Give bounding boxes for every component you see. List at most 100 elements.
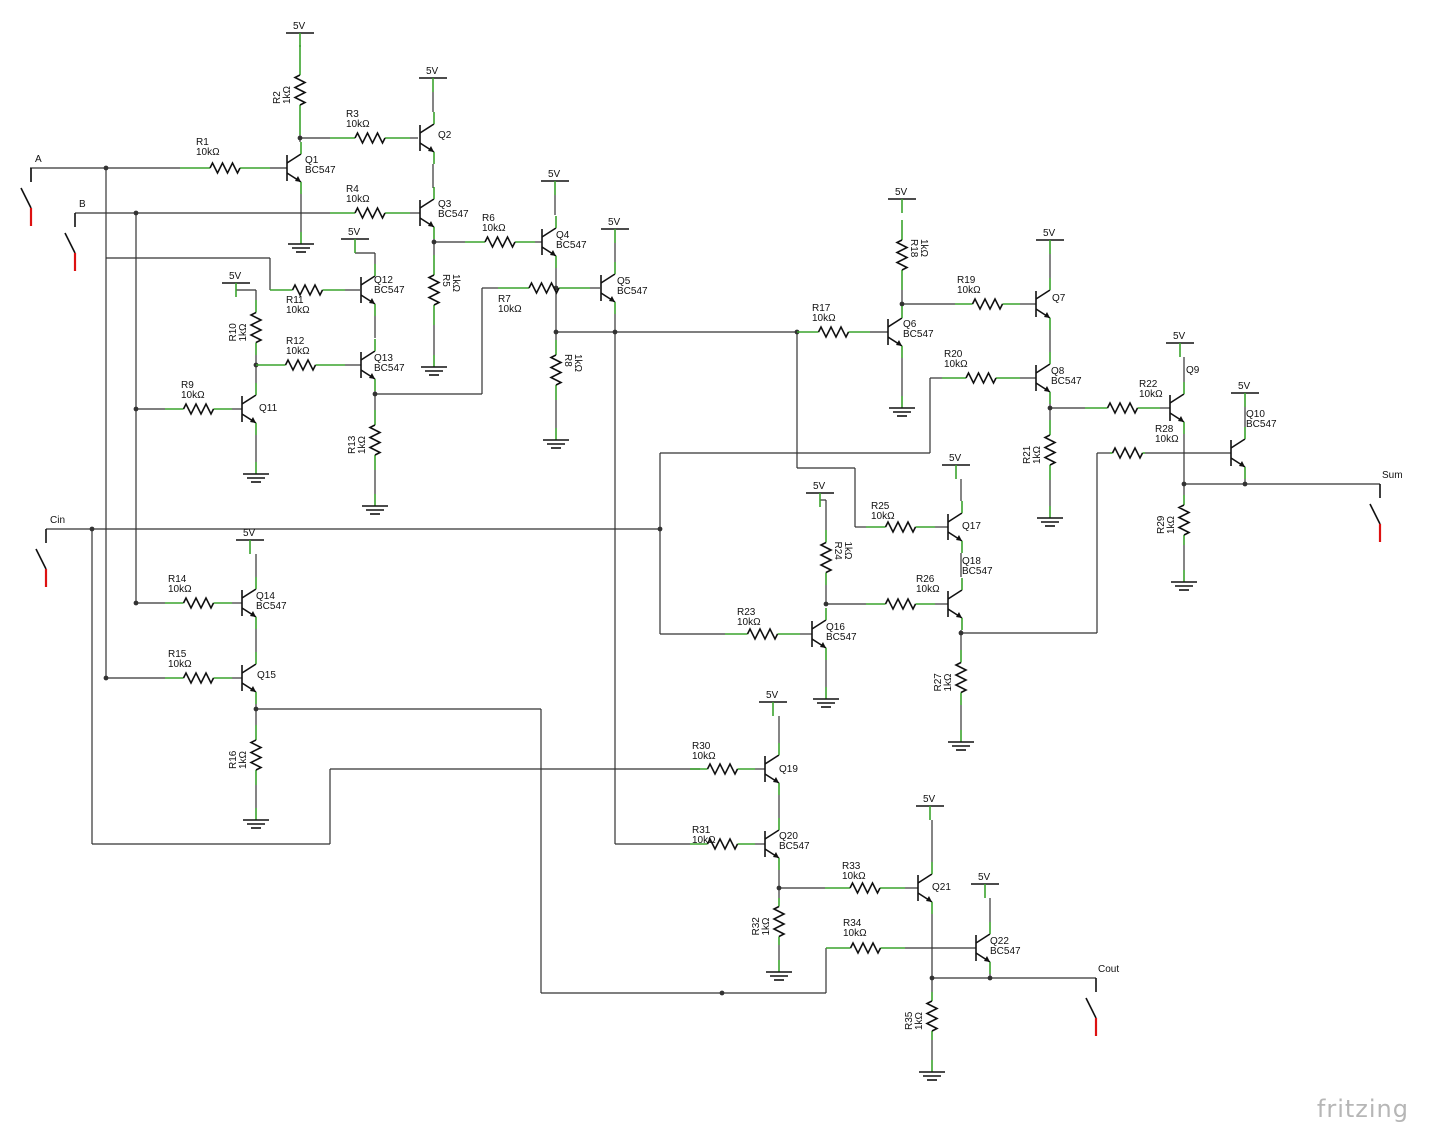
emitter-arrow: [820, 642, 826, 648]
resistor-zigzag: [182, 671, 215, 685]
emitter-arrow: [250, 686, 256, 692]
transistor-collector: [1035, 289, 1051, 300]
supply-5v: [541, 180, 569, 195]
supply-label: 5V: [229, 271, 242, 282]
transistor-collector: [360, 275, 376, 286]
supply-5v: [806, 492, 834, 507]
ground-symbol: [948, 730, 974, 751]
transistor-part: BC547: [617, 286, 648, 297]
resistor-name: R9: [181, 380, 194, 391]
resistor-name: R18: [908, 239, 919, 258]
resistor-name: R10: [228, 323, 239, 342]
resistor-zigzag: [284, 358, 317, 372]
resistor-value: 10kΩ: [196, 147, 220, 158]
resistor-r21: [1043, 420, 1057, 480]
supply-5v: [1036, 239, 1064, 254]
resistor-zigzag: [249, 311, 263, 344]
emitter-arrow: [984, 956, 990, 962]
supply-label: 5V: [766, 690, 779, 701]
transistor-name: Q11: [259, 403, 278, 414]
resistor-r12: [256, 358, 345, 372]
transistor-name: Q16: [826, 622, 845, 633]
resistor-name: R31: [692, 825, 711, 836]
transistor-name: Q17: [962, 521, 981, 532]
resistor-value: 1kΩ: [1166, 515, 1177, 534]
transistor-q19: [764, 743, 780, 795]
transistor-name: Q15: [257, 670, 276, 681]
output-cout-switch: [1085, 978, 1098, 1036]
resistor-zigzag: [549, 354, 563, 386]
emitter-arrow: [956, 612, 962, 618]
supply-5v: [341, 238, 369, 253]
transistor-part: BC547: [826, 632, 857, 643]
switch-lever: [35, 548, 47, 570]
transistor-q7: [1035, 278, 1051, 330]
resistor-zigzag: [895, 239, 909, 271]
emitter-arrow: [250, 611, 256, 617]
transistor-name: Q22: [990, 936, 1009, 947]
fritzing-watermark: fritzing: [1316, 1095, 1409, 1123]
transistor-name: Q13: [374, 353, 393, 364]
resistor-zigzag: [965, 371, 997, 385]
resistor-zigzag: [182, 596, 215, 610]
resistor-value: 10kΩ: [957, 285, 981, 296]
supply-5v: [942, 464, 970, 479]
resistor-name: R33: [842, 861, 861, 872]
transistor-q22: [975, 922, 991, 974]
resistor-zigzag: [849, 941, 882, 955]
resistor-zigzag: [209, 161, 241, 175]
parts: [20, 32, 1382, 1081]
emitter-arrow: [428, 146, 434, 152]
resistor-name: R28: [1155, 424, 1174, 435]
emitter-arrow: [1044, 312, 1050, 318]
supply-5v: [759, 701, 787, 716]
resistor-r1: [180, 161, 270, 175]
emitter-arrow: [428, 221, 434, 227]
resistor-zigzag: [1177, 504, 1191, 536]
resistor-name: R3: [346, 109, 359, 120]
resistor-r17: [797, 325, 870, 339]
transistor-part: BC547: [990, 946, 1021, 957]
transistor-collector: [1035, 363, 1051, 374]
resistor-name: R6: [482, 213, 495, 224]
transistor-part: BC547: [438, 209, 469, 220]
resistor-name: R22: [1139, 379, 1158, 390]
transistor-collector: [600, 273, 616, 284]
input-b-switch: [64, 213, 77, 271]
supply-5v: [222, 282, 250, 297]
resistor-r8: [549, 340, 563, 400]
transistor-q13: [360, 339, 376, 391]
supply-5v: [419, 77, 447, 92]
resistor-r35: [925, 992, 939, 1040]
transistor-name: Q5: [617, 276, 631, 287]
resistor-name: R1: [196, 137, 209, 148]
resistor-name: R17: [812, 303, 831, 314]
resistor-name: R12: [286, 336, 305, 347]
resistor-value: 1kΩ: [450, 274, 461, 293]
resistor-value: 10kΩ: [812, 313, 836, 324]
transistor-collector: [241, 663, 257, 674]
resistor-name: R4: [346, 184, 359, 195]
transistor-q18: [947, 578, 963, 630]
transistor-collector: [887, 317, 903, 328]
transistor-collector: [241, 394, 257, 405]
resistor-name: R25: [871, 501, 890, 512]
transistor-part: BC547: [779, 841, 810, 852]
resistor-name: R8: [562, 354, 573, 367]
supply-5v: [888, 198, 916, 213]
transistor-name: Q1: [305, 155, 319, 166]
resistor-value: 1kΩ: [761, 917, 772, 936]
supply-label: 5V: [813, 481, 826, 492]
resistor-name: R30: [692, 741, 711, 752]
resistor-value: 10kΩ: [482, 223, 506, 234]
transistor-collector: [241, 588, 257, 599]
resistor-name: R16: [228, 750, 239, 769]
emitter-arrow: [609, 296, 615, 302]
resistor-value: 10kΩ: [181, 390, 205, 401]
input-a-switch-label: A: [35, 154, 42, 165]
transistor-name: Q10: [1246, 409, 1265, 420]
ground-symbol: [766, 960, 792, 981]
